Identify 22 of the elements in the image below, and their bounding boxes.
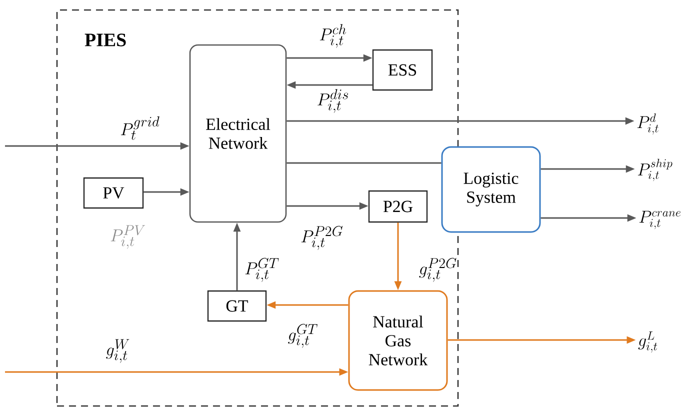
edge-label: $P_{i,t}^{ch}$ [320, 24, 346, 48]
frame-title: PIES [84, 34, 126, 46]
output-label: $g_{i,t}^{L}$ [638, 332, 658, 352]
output-label: $P_{i,t}^{d}$ [637, 113, 659, 135]
edge-label: $P_{i,t}^{PV}$ [110, 225, 145, 249]
edge-label: $g_{i,t}^{P2G}$ [419, 258, 456, 282]
component-box: ESS [372, 49, 433, 91]
component-box: PV [83, 177, 144, 209]
network-box: Natural Gas Network [348, 290, 448, 391]
component-box: GT [207, 290, 267, 322]
output-label: $P_{i,t}^{ship}$ [638, 158, 672, 182]
system-boundary [56, 9, 459, 407]
edge-label: $P_{i,t}^{GT}$ [245, 258, 279, 282]
edge-label: $g_{i,t}^{GT}$ [288, 324, 318, 348]
edge-label: $g_{i,t}^{W}$ [106, 339, 130, 363]
output-label: $P_{i,t}^{crane}$ [639, 210, 681, 230]
system-box: Logistic System [441, 146, 541, 233]
network-box: Electrical Network [189, 44, 287, 223]
edge-label: $P_{i,t}^{P2G}$ [301, 226, 343, 250]
component-box: P2G [368, 190, 428, 223]
edge-label: $P_{t}^{grid}$ [120, 116, 160, 140]
edge-label: $P_{i,t}^{dis}$ [318, 89, 348, 113]
